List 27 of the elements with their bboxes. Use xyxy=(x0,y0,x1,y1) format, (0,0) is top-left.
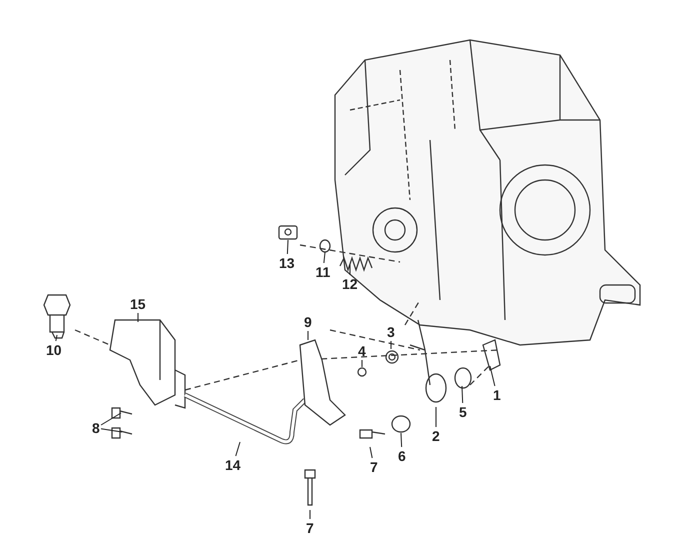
callout-number: 3 xyxy=(387,324,395,340)
leader-line xyxy=(100,412,122,426)
callout-number: 6 xyxy=(398,448,406,464)
callout-number: 8 xyxy=(92,420,100,436)
callout-number: 15 xyxy=(130,296,146,312)
callout-number: 9 xyxy=(304,314,312,330)
callout-number: 1 xyxy=(493,387,501,403)
leader-line xyxy=(462,386,464,404)
leader-line xyxy=(323,252,326,264)
callout-number: 10 xyxy=(46,342,62,358)
callout-number: 11 xyxy=(316,264,330,280)
callout-number: 7 xyxy=(306,520,314,536)
leader-line xyxy=(100,428,122,432)
leader-line xyxy=(390,340,392,350)
callout-number: 4 xyxy=(358,343,366,359)
callout-number: 13 xyxy=(279,255,295,271)
leader-line xyxy=(235,442,240,456)
leader-line xyxy=(55,334,58,342)
leader-line xyxy=(490,366,496,386)
callout-number: 7 xyxy=(370,459,378,475)
callout-number: 12 xyxy=(342,276,358,292)
leader-line xyxy=(286,240,288,254)
leader-line xyxy=(370,446,373,458)
callout-number: 5 xyxy=(459,404,467,420)
callout-number: 14 xyxy=(225,457,241,473)
leader-line xyxy=(400,432,402,448)
callout-number: 2 xyxy=(432,428,440,444)
